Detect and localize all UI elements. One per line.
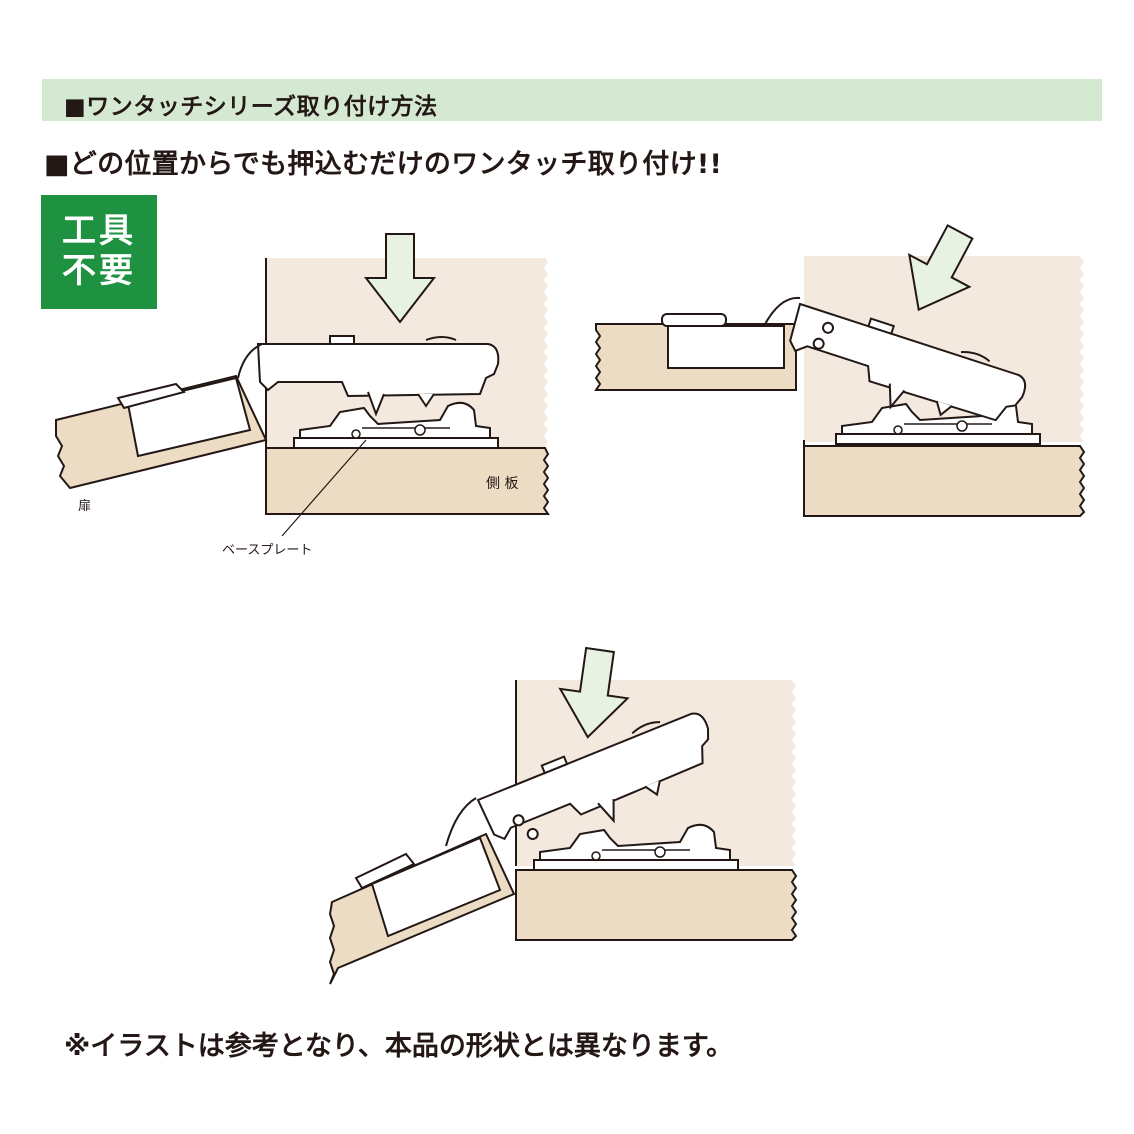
diagram-step-2: [594, 215, 1086, 517]
diagram-step-3: [328, 644, 798, 985]
disclaimer-note: ※イラストは参考となり、本品の形状とは異なります。: [64, 1031, 734, 1062]
subtitle: ■どの位置からでも押込むだけのワンタッチ取り付け!!: [44, 149, 723, 180]
side-panel-label: 側 板: [486, 476, 518, 492]
base-plate-label: ベースプレート: [222, 543, 312, 558]
section-title: ■ワンタッチシリーズ取り付け方法: [64, 94, 438, 120]
side-panel: [265, 447, 550, 515]
side-panel: [803, 445, 1086, 517]
badge-line-1: 工具: [62, 211, 136, 251]
side-panel: [515, 869, 798, 941]
diagram-step-1: [55, 233, 550, 537]
section-header: ■ワンタッチシリーズ取り付け方法: [42, 79, 1102, 121]
door-label: 扉: [78, 498, 91, 514]
no-tools-badge: 工具 不要: [41, 195, 157, 309]
badge-line-2: 不要: [62, 251, 136, 291]
